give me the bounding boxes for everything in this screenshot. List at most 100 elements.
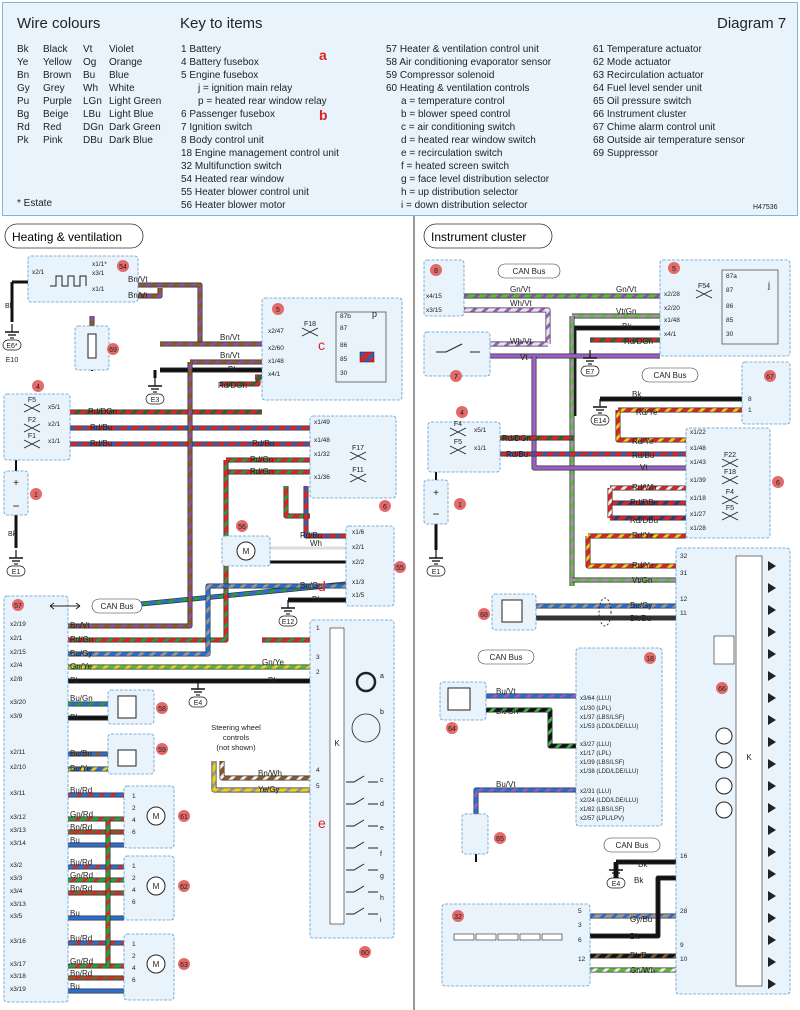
warning-lamp-icon <box>768 561 776 571</box>
key-item: 4 Battery fusebox <box>181 57 259 68</box>
component-badge <box>454 498 466 510</box>
gauge-icon <box>715 801 733 819</box>
wire-outline <box>590 875 676 939</box>
wire-colour-label: Bk <box>70 713 80 722</box>
wire-outline <box>473 787 576 814</box>
colour-code: Og <box>83 57 97 68</box>
key-item: p = heated rear window relay <box>198 96 327 107</box>
earth-label: E1 <box>12 569 21 576</box>
component-number: 67 <box>766 374 774 381</box>
fuse-label: F5 <box>726 505 734 512</box>
pin-label: x3/13 <box>10 827 26 834</box>
pin-label: x2/8 <box>10 676 23 683</box>
warning-lamp-icon <box>768 715 776 725</box>
pin-label: x5/1 <box>48 404 61 411</box>
wire-colour-label: Bn/Vt <box>220 351 240 360</box>
key-item: 56 Heater blower motor <box>181 200 286 211</box>
wire-colour-label: Gn/Wh <box>630 966 655 975</box>
k-label: K <box>334 739 340 748</box>
pin-label: x1/38 (LDD/LDE/LLU) <box>580 769 638 775</box>
component-number: 1 <box>458 502 462 509</box>
relay-label: p <box>372 309 377 319</box>
fuse-label: F18 <box>304 321 316 328</box>
wire-colour-label: Rd/Wh <box>632 483 656 492</box>
display-icon <box>713 635 735 665</box>
battery-plus-icon: + <box>13 478 19 489</box>
colour-name: Orange <box>109 57 143 68</box>
pin-label: 5 <box>316 783 320 790</box>
wire-colour-label: Rd/Ye <box>632 437 654 446</box>
wire-colour-label: Rd/Bu <box>252 439 274 448</box>
component-number: 32 <box>454 914 462 921</box>
right-title-box <box>423 223 553 249</box>
wire-colour-label: Rd/DGn <box>624 337 653 346</box>
component-badge <box>478 608 490 620</box>
relay-pin: 85 <box>726 317 734 324</box>
pin-label: 28 <box>680 908 688 915</box>
switch-icon <box>346 841 378 849</box>
pin-label: 1 <box>316 625 320 632</box>
key-item: 1 Battery <box>181 44 222 55</box>
key-item: 66 Instrument cluster <box>593 109 687 120</box>
switch-letter: f <box>380 851 382 858</box>
component-badge <box>379 500 391 512</box>
wire-outline <box>68 460 229 643</box>
wire-colour-label: Rd/Bu <box>632 451 654 460</box>
colour-name: Black <box>43 44 68 55</box>
key-item: 55 Heater blower control unit <box>181 187 309 198</box>
fuse-icon <box>23 403 41 413</box>
warning-lamp-icon <box>768 825 776 835</box>
colour-code: Vt <box>83 44 93 55</box>
fuse-icon <box>721 495 739 505</box>
pin-label: x3/14 <box>10 840 26 847</box>
key-item: 63 Recirculation actuator <box>593 70 704 81</box>
pin-label: x4/1 <box>664 331 677 338</box>
switch-icon <box>346 863 378 871</box>
colour-name: Yellow <box>43 57 72 68</box>
motor-icon: M <box>153 812 160 821</box>
sensor-icon <box>501 599 523 623</box>
switch-icon <box>346 797 378 805</box>
switch-icon <box>346 819 378 827</box>
component-badge <box>456 406 468 418</box>
wire-colour-label: Ye/Gy <box>258 785 280 794</box>
pin-label: x2/47 <box>268 328 284 335</box>
wire-colour-label: Bk <box>70 676 80 685</box>
relay-coil-icon <box>359 351 375 363</box>
earth-label: E3 <box>151 397 160 404</box>
relay-p <box>335 311 387 383</box>
pin-label: x3/17 <box>10 961 26 968</box>
pin-label: 2 <box>132 805 136 812</box>
colour-code: DBu <box>83 135 103 146</box>
key-item: j = ignition main relay <box>198 83 293 94</box>
relay-pin: 85 <box>340 356 348 363</box>
wire-colour-label: Bn/Wh <box>258 769 282 778</box>
pin-label: x1/17 (LPL) <box>580 751 611 757</box>
key-item: 57 Heater & ventilation control unit <box>386 44 539 55</box>
key-item: 68 Outside air temperature sensor <box>593 135 745 146</box>
can-bus-label: CAN Bus <box>490 653 523 662</box>
can-bus-label-box <box>641 367 699 383</box>
pin-label: 3 <box>578 922 582 929</box>
key-item: e = recirculation switch <box>401 148 503 159</box>
colour-name: Brown <box>43 70 72 81</box>
wire <box>590 876 676 938</box>
key-item: 67 Chime alarm control unit <box>593 122 716 133</box>
wire-colour-label: Vt/Gn <box>632 576 652 585</box>
component-number: 18 <box>646 656 654 663</box>
pin-label: x2/28 <box>664 291 680 298</box>
gauge-icon <box>715 777 733 795</box>
motor-icon <box>146 806 166 826</box>
wire-colour-label: Rd/DBu <box>630 498 658 507</box>
pin-label: 2 <box>316 669 320 676</box>
wire-colour-label: Bk <box>638 860 648 869</box>
wire-colour-label: Bk/Bn <box>630 951 651 960</box>
wire-colour-label: Bn/Rd <box>70 969 92 978</box>
resistor-icon <box>453 933 475 941</box>
warning-lamp-icon <box>768 583 776 593</box>
fuse-icon <box>349 473 367 483</box>
wire-colour-label: Rd/Ye <box>632 531 654 540</box>
key-item: 32 Multifunction switch <box>181 161 282 172</box>
temperature-dial-icon <box>355 671 377 693</box>
can-bus-label: CAN Bus <box>513 267 546 276</box>
